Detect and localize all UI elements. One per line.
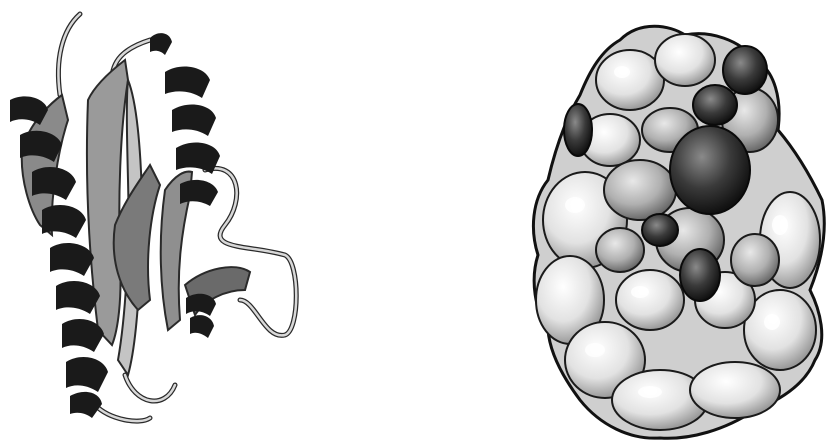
alpha-helix-short [186, 294, 216, 338]
ribbon-diagram-panel [0, 0, 300, 444]
molecular-surface-panel [510, 0, 828, 444]
coil-loop [205, 168, 296, 335]
molecular-surface-rendering [510, 0, 828, 444]
protein-ribbon-diagram [0, 0, 300, 444]
